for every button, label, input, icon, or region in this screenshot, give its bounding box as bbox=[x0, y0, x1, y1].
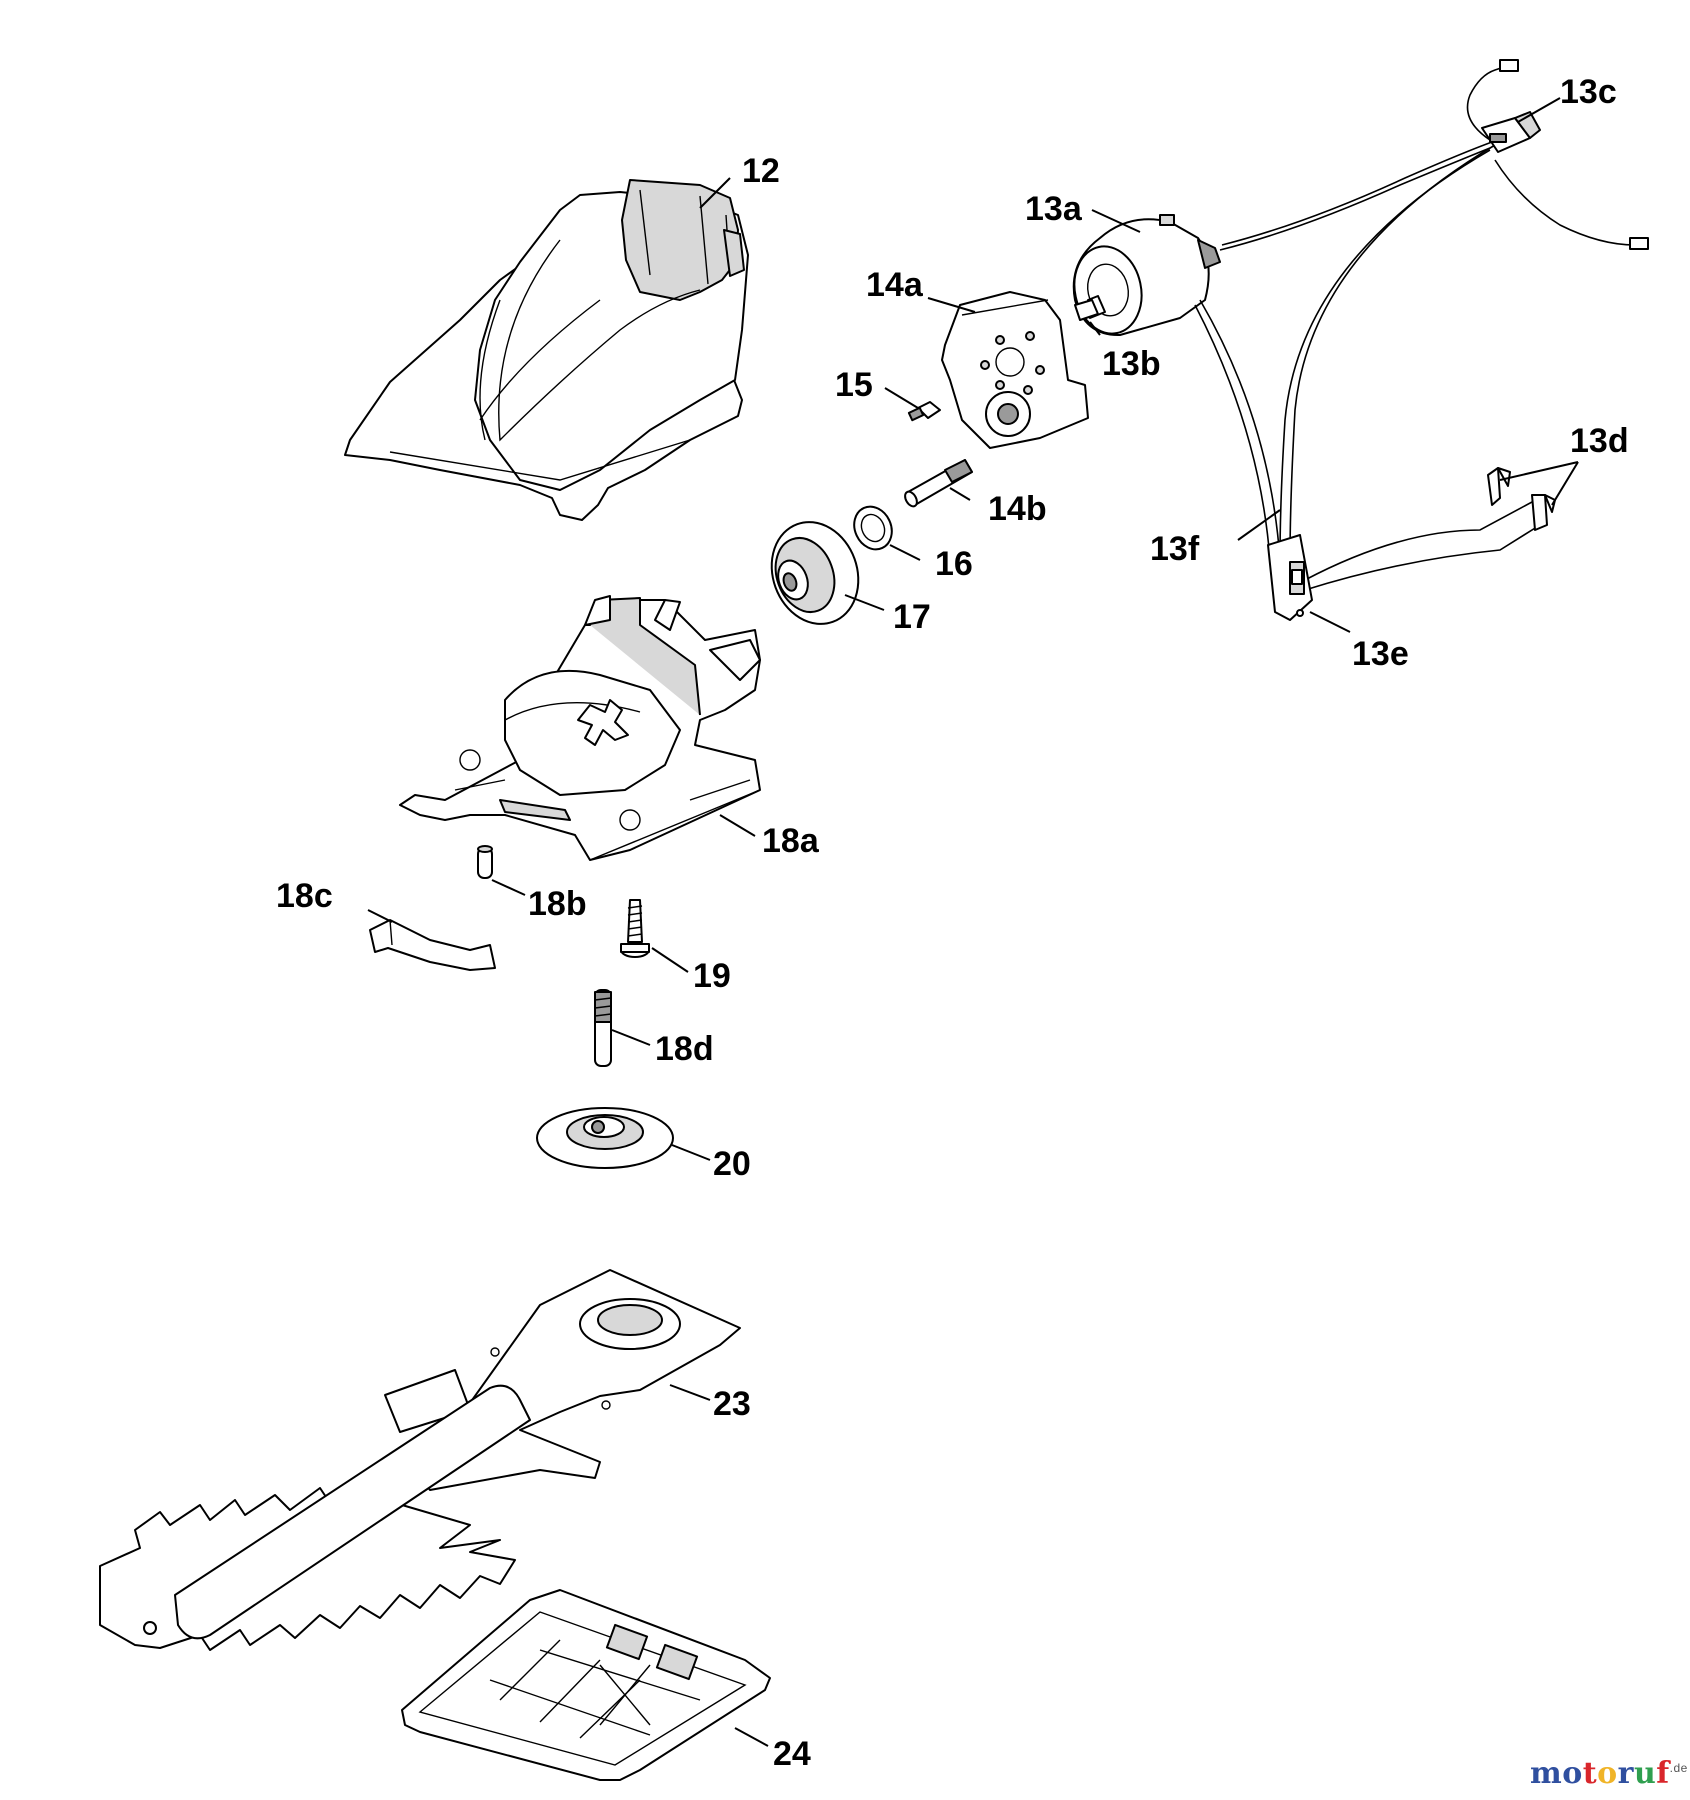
callout-14b: 14b bbox=[988, 490, 1047, 528]
motor-mount-plate-part bbox=[941, 291, 1089, 449]
callout-14a: 14a bbox=[866, 266, 924, 304]
watermark-letter: m bbox=[1530, 1756, 1563, 1791]
callout-16: 16 bbox=[935, 545, 973, 583]
terminal-clips-part bbox=[1487, 467, 1556, 531]
leader-lines bbox=[367, 97, 1579, 1747]
callout-13a: 13a bbox=[1025, 190, 1083, 228]
motor-part bbox=[1072, 214, 1221, 337]
callout-12: 12 bbox=[742, 152, 780, 190]
callout-18d: 18d bbox=[655, 1030, 714, 1068]
power-plug-part bbox=[1481, 111, 1541, 153]
guide-clip-part bbox=[369, 919, 496, 971]
gear-pin-part bbox=[904, 459, 973, 508]
watermark-letter: f bbox=[1656, 1756, 1670, 1791]
callout-20: 20 bbox=[713, 1145, 751, 1183]
washer-part bbox=[853, 505, 893, 551]
callout-17: 17 bbox=[893, 598, 931, 636]
watermark-letter: o bbox=[1597, 1756, 1618, 1791]
callout-13d: 13d bbox=[1570, 422, 1629, 460]
mounting-screw-part bbox=[620, 899, 650, 958]
watermark-letter: t bbox=[1582, 1756, 1598, 1791]
wire-harness-part bbox=[1194, 59, 1649, 591]
housing-cover-part bbox=[344, 179, 749, 521]
callout-23: 23 bbox=[713, 1385, 751, 1423]
watermark-letter: o bbox=[1562, 1756, 1583, 1791]
callout-13f: 13f bbox=[1150, 530, 1200, 568]
shaft-pin-part bbox=[594, 989, 612, 1067]
callout-19: 19 bbox=[693, 957, 731, 995]
callout-15: 15 bbox=[835, 366, 873, 404]
cutter-blade-part bbox=[99, 1269, 741, 1651]
callout-13c: 13c bbox=[1560, 73, 1617, 111]
eccentric-disc-part bbox=[536, 1107, 674, 1169]
brand-watermark: motoruf.de bbox=[1530, 1756, 1688, 1791]
watermark-letter: u bbox=[1633, 1756, 1657, 1791]
gear-housing-part bbox=[399, 595, 761, 861]
switch-part bbox=[1267, 534, 1313, 621]
watermark-suffix: .de bbox=[1669, 1761, 1688, 1775]
screw-part bbox=[907, 401, 941, 422]
callout-13b: 13b bbox=[1102, 345, 1161, 383]
watermark-letter: r bbox=[1617, 1756, 1634, 1791]
callout-13e: 13e bbox=[1352, 635, 1409, 673]
drive-gear-part bbox=[770, 521, 860, 625]
callout-24: 24 bbox=[773, 1735, 811, 1773]
callout-18b: 18b bbox=[528, 885, 587, 923]
callout-labels: 12 13a 13b 13c 13d 13e 13f 14a 14b 15 16… bbox=[276, 73, 1629, 1773]
callout-18c: 18c bbox=[276, 877, 333, 915]
callout-18a: 18a bbox=[762, 822, 820, 860]
base-plate-part bbox=[401, 1589, 771, 1781]
dowel-pin-part bbox=[477, 845, 493, 879]
